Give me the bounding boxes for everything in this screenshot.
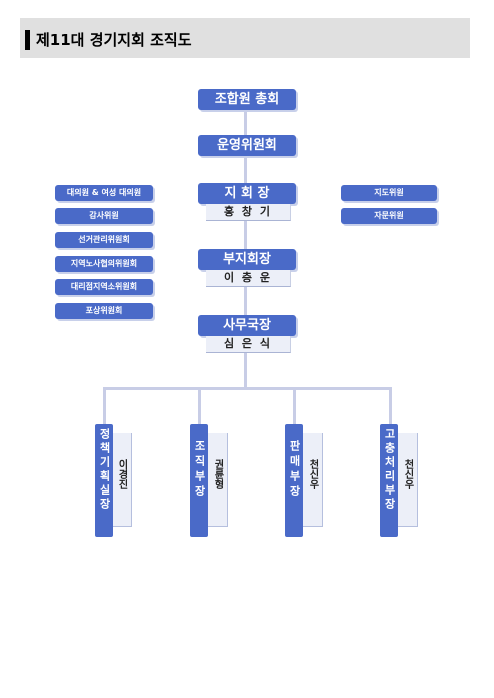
connector-dept-3 xyxy=(293,387,296,427)
committee-awards: 포상위원회 xyxy=(55,303,153,319)
dept-1-name: 이경진 xyxy=(112,433,132,527)
vice-head-title: 부지회장 xyxy=(198,249,296,270)
header-accent-bar xyxy=(25,30,30,50)
connector-dept-4 xyxy=(389,387,392,427)
connector-horizontal xyxy=(103,387,391,390)
dept-2-title: 조직부장 xyxy=(190,424,208,537)
committee-audit: 감사위원 xyxy=(55,208,153,224)
committee-delegates: 대의원 & 여성 대의원 xyxy=(55,185,153,201)
dept-2-name: 권륜형 xyxy=(208,433,228,527)
connector-dept-1 xyxy=(103,387,106,427)
dept-4-name: 천신우 xyxy=(398,433,418,527)
dept-3-title: 판매부장 xyxy=(285,424,303,537)
page-title: 제11대 경기지회 조직도 xyxy=(36,31,192,49)
branch-head-title: 지 회 장 xyxy=(198,183,296,204)
committee-election: 선거관리위원회 xyxy=(55,232,153,248)
connector-dept-2 xyxy=(198,387,201,427)
advisor-guidance: 지도위원 xyxy=(341,185,437,201)
advisor-consulting: 자문위원 xyxy=(341,208,437,224)
committee-dealer-region: 대리점지역소위원회 xyxy=(55,279,153,295)
general-assembly-box: 조합원 총회 xyxy=(198,89,296,110)
secretary-title: 사무국장 xyxy=(198,315,296,336)
steering-committee-box: 운영위원회 xyxy=(198,135,296,156)
dept-4-title: 고충처리부장 xyxy=(380,424,398,537)
page-header: 제11대 경기지회 조직도 xyxy=(20,18,470,58)
dept-1-title: 정책기획실장 xyxy=(95,424,113,537)
committee-labor-relations: 지역노사협의위원회 xyxy=(55,256,153,272)
branch-head-name: 홍 창 기 xyxy=(206,204,291,221)
dept-3-name: 천신우 xyxy=(303,433,323,527)
vice-head-name: 이 층 운 xyxy=(206,270,291,287)
secretary-name: 심 은 식 xyxy=(206,336,291,353)
